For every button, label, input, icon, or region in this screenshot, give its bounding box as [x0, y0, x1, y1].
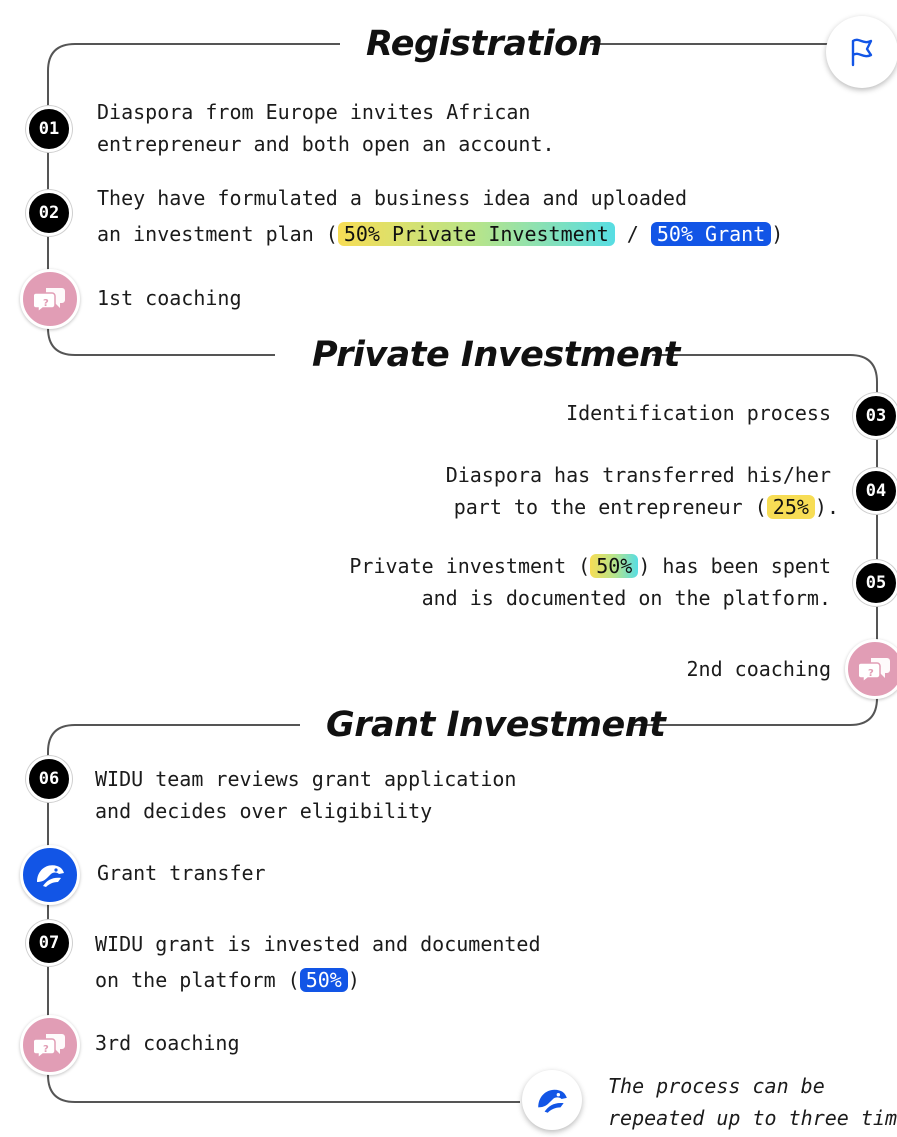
step-01-line-2: entrepreneur and both open an account. — [97, 132, 555, 156]
coaching-badge-3: ? — [20, 1015, 80, 1075]
footer-note: The process can be repeated up to three … — [608, 1070, 897, 1134]
step-05-text: Private investment (50%) has been spent … — [349, 550, 831, 614]
step-04-line-2: part to the entrepreneur (25%). — [446, 491, 839, 523]
diaspora-share-badge: 25% — [766, 495, 815, 519]
step-05-text-post: ) has been spent — [638, 554, 831, 578]
end-badge — [522, 1070, 582, 1130]
svg-text:?: ? — [43, 298, 49, 309]
step-02-line-1: They have formulated a business idea and… — [97, 186, 688, 210]
step-07-text: WIDU grant is invested and documented on… — [95, 926, 541, 998]
start-badge — [826, 16, 897, 88]
step-02-separator: / — [614, 222, 651, 246]
step-06-line-2: and decides over eligibility — [95, 799, 433, 823]
step-03-text: Identification process — [566, 401, 831, 425]
grant-transfer-text: Grant transfer — [97, 861, 266, 885]
footer-note-line-1: The process can be — [608, 1074, 825, 1098]
step-01-text: Diaspora from Europe invites African ent… — [97, 96, 555, 160]
step-number-04: 04 — [853, 468, 897, 514]
step-04-line-1: Diaspora has transferred his/her — [445, 463, 831, 487]
svg-text:?: ? — [868, 668, 874, 679]
step-04-text: Diaspora has transferred his/her part to… — [446, 459, 839, 523]
step-04-text-post: ). — [814, 495, 839, 519]
step-07-text-post: ) — [347, 968, 360, 992]
step-number-07: 07 — [26, 920, 72, 966]
step-number-02: 02 — [26, 190, 72, 236]
svg-text:?: ? — [43, 1044, 49, 1055]
section-title-private-investment: Private Investment — [312, 335, 680, 375]
step-number-06: 06 — [26, 756, 72, 802]
grant-invested-badge: 50% — [299, 968, 348, 992]
step-06-line-1: WIDU team reviews grant application — [95, 767, 517, 791]
grant-transfer-badge — [20, 845, 80, 905]
coaching-chat-icon: ? — [859, 658, 890, 683]
step-07-line-2: on the platform (50%) — [95, 962, 541, 998]
section-title-registration: Registration — [366, 24, 603, 64]
coaching-3-text: 3rd coaching — [95, 1031, 240, 1055]
step-05-line-2: and is documented on the platform. — [421, 586, 831, 610]
step-05-line-1: Private investment (50%) has been spent — [349, 550, 831, 582]
section-title-grant-investment: Grant Investment — [326, 705, 666, 745]
step-02-text: They have formulated a business idea and… — [97, 180, 783, 252]
footer-note-line-2: repeated up to three times. — [608, 1106, 897, 1130]
step-number-05: 05 — [853, 560, 897, 606]
coaching-badge-2: ? — [845, 639, 897, 699]
flag-icon — [851, 38, 873, 67]
coaching-1-text: 1st coaching — [97, 286, 242, 310]
step-01-line-1: Diaspora from Europe invites African — [97, 100, 531, 124]
grant-share-badge: 50% Grant — [650, 222, 772, 246]
coaching-2-text: 2nd coaching — [686, 657, 832, 681]
coaching-badge-1: ? — [20, 269, 80, 329]
step-05-text-pre: Private investment ( — [349, 554, 591, 578]
step-07-text-pre: on the platform ( — [95, 968, 300, 992]
step-07-line-1: WIDU grant is invested and documented — [95, 932, 541, 956]
coaching-chat-icon: ? — [34, 288, 65, 313]
step-06-text: WIDU team reviews grant application and … — [95, 763, 516, 827]
step-02-text-post: ) — [771, 222, 784, 246]
private-investment-share-badge: 50% Private Investment — [337, 222, 615, 246]
widu-bird-icon — [538, 1089, 567, 1113]
step-number-03: 03 — [853, 393, 897, 439]
step-number-01: 01 — [26, 106, 72, 152]
step-02-line-2: an investment plan (50% Private Investme… — [97, 216, 783, 252]
private-investment-spent-badge: 50% — [590, 554, 639, 578]
step-04-text-pre: part to the entrepreneur ( — [453, 495, 767, 519]
step-02-text-pre: an investment plan ( — [97, 222, 338, 246]
widu-bird-icon — [37, 865, 64, 887]
coaching-chat-icon: ? — [34, 1034, 65, 1059]
